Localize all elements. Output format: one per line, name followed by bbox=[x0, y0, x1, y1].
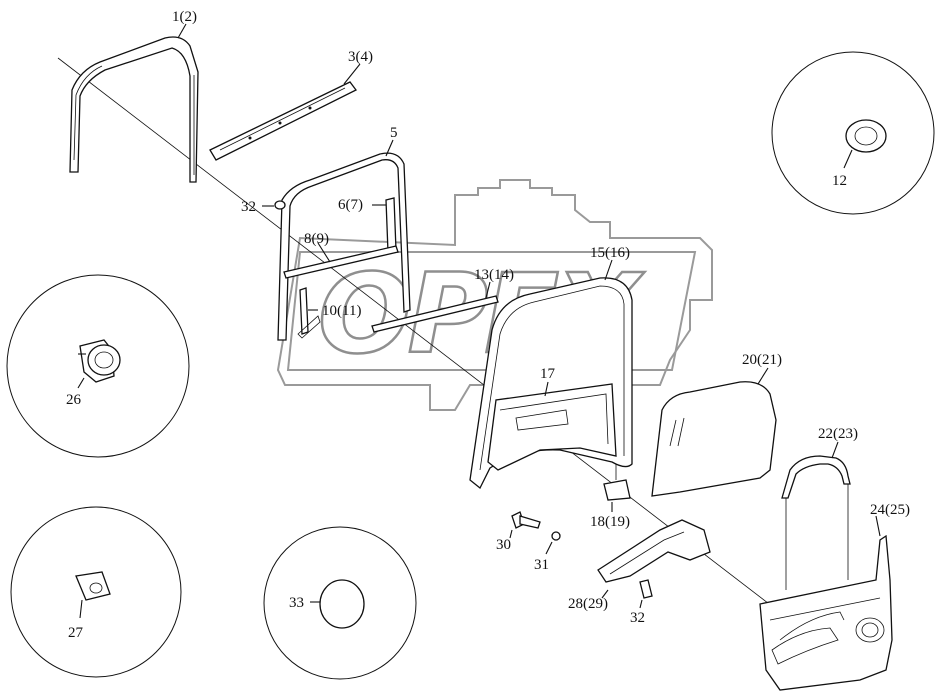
part-bracket bbox=[299, 287, 309, 335]
detail-circle-33: 33 bbox=[263, 526, 417, 680]
label-12: 12 bbox=[832, 173, 847, 189]
label-24-25: 24(25) bbox=[870, 502, 910, 518]
label-8-9: 8(9) bbox=[304, 231, 329, 247]
leader-30 bbox=[509, 529, 513, 539]
part-door-glass bbox=[651, 381, 777, 497]
label-31: 31 bbox=[534, 557, 549, 573]
leader-32b bbox=[639, 599, 643, 609]
part-washer bbox=[551, 531, 561, 541]
label-26: 26 bbox=[66, 392, 82, 408]
leader-13 bbox=[485, 281, 491, 299]
detail-circle-26: 26 bbox=[6, 274, 190, 458]
leader-1 bbox=[177, 23, 187, 39]
label-10-11: 10(11) bbox=[322, 303, 361, 319]
label-28-29: 28(29) bbox=[568, 596, 608, 612]
label-1-2: 1(2) bbox=[172, 9, 197, 25]
part-inner-door-panel bbox=[487, 383, 617, 471]
leader-24 bbox=[875, 515, 881, 537]
leader-17 bbox=[544, 381, 549, 397]
label-32-lower: 32 bbox=[630, 610, 645, 626]
part-outer-weatherstrip bbox=[371, 295, 499, 333]
detail-circle-12: 12 bbox=[771, 51, 935, 215]
label-18-19: 18(19) bbox=[590, 514, 630, 530]
part-belt-seal bbox=[283, 245, 399, 279]
label-33: 33 bbox=[289, 595, 304, 611]
leader-8 bbox=[317, 242, 331, 263]
part-seal-strip bbox=[209, 81, 357, 161]
leader-15 bbox=[604, 259, 613, 281]
leader-28 bbox=[601, 589, 609, 599]
detail-circle-27: 27 bbox=[10, 506, 182, 678]
label-15-16: 15(16) bbox=[590, 245, 630, 261]
leader-20 bbox=[757, 367, 769, 385]
label-30: 30 bbox=[496, 537, 511, 553]
leader-27 bbox=[79, 599, 83, 619]
leader-31 bbox=[545, 541, 553, 555]
part-hinge bbox=[603, 479, 631, 501]
part-glass-run-seal bbox=[277, 152, 411, 341]
label-5: 5 bbox=[390, 125, 398, 141]
label-27: 27 bbox=[68, 625, 84, 641]
leader-12 bbox=[843, 149, 853, 169]
label-17: 17 bbox=[540, 366, 556, 382]
label-3-4: 3(4) bbox=[348, 49, 373, 65]
part-bolt bbox=[511, 511, 541, 529]
part-cap-lower bbox=[639, 579, 653, 599]
label-22-23: 22(23) bbox=[818, 426, 858, 442]
label-6-7: 6(7) bbox=[338, 197, 363, 213]
label-32-upper: 32 bbox=[241, 199, 256, 215]
part-armrest-bracket bbox=[597, 519, 711, 583]
leader-3 bbox=[343, 63, 361, 85]
leader-22 bbox=[831, 441, 839, 459]
part-window-channel bbox=[69, 36, 199, 183]
leader-26 bbox=[77, 377, 85, 389]
part-door-trim-panel bbox=[759, 534, 893, 691]
leader-5 bbox=[385, 139, 394, 157]
part-division-bar bbox=[385, 197, 397, 253]
part-grab-handle bbox=[781, 455, 851, 499]
watermark-gear-outline bbox=[276, 179, 713, 411]
watermark-frame-inner bbox=[286, 251, 697, 371]
label-13-14: 13(14) bbox=[474, 267, 514, 283]
part-cap-upper bbox=[274, 200, 286, 210]
label-20-21: 20(21) bbox=[742, 352, 782, 368]
